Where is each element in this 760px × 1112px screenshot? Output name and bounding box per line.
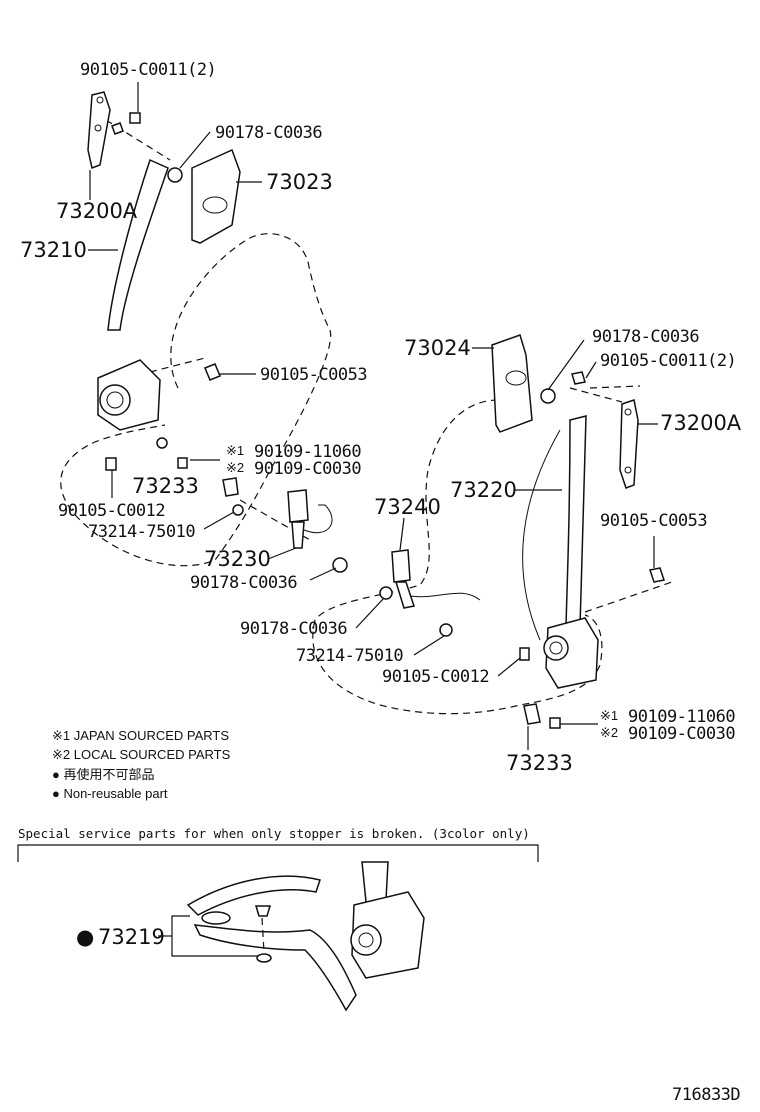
label-right-ref2: ※2: [600, 725, 618, 740]
left-low-bolt: [105, 457, 117, 471]
label-left-ref2: ※2: [226, 460, 244, 475]
label-left-ref1: ※1: [226, 443, 244, 458]
right-hidden-line-3: [589, 385, 641, 389]
right-adjuster-hole: [624, 466, 632, 474]
legend-local-sourced: ※2 LOCAL SOURCED PARTS: [52, 747, 231, 762]
legend-nonreusable: ● Non-reusable part: [52, 786, 168, 801]
left-seat-outline: [60, 233, 332, 567]
left-anchor-nut: [156, 437, 168, 449]
label-left-bolt-mid: 90105-C0053: [260, 365, 367, 385]
diagram-id: 716833D: [672, 1085, 740, 1105]
left-cap-bolt: [177, 457, 188, 469]
left-labels: 90105-C0011(2) 90178-C0036 73023 73200A …: [20, 60, 368, 593]
leader-lines: [88, 82, 658, 750]
special-service-bracket: [17, 844, 539, 862]
left-buckle-nut: [332, 557, 348, 573]
right-hidden-line-2: [569, 387, 623, 403]
label-left-cover: 73023: [266, 170, 333, 194]
label-right-nut-low: 90178-C0036: [240, 619, 347, 639]
label-right-bolt-local: 90109-C0030: [628, 724, 735, 744]
right-spacer: [439, 623, 453, 637]
left-seat-belt-assembly: [60, 91, 348, 573]
left-retractor: [97, 359, 161, 431]
left-hidden-line-2: [149, 357, 206, 373]
left-top-bolt: [111, 112, 141, 135]
label-left-bolt-low: 90105-C0012: [58, 501, 165, 521]
special-service-section: Special service parts for when only stop…: [17, 826, 539, 1012]
right-labels: 73024 90178-C0036 90105-C0011(2) 73200A …: [240, 327, 742, 775]
left-anchor-cap: [222, 477, 239, 497]
right-top-bolt: [571, 371, 586, 385]
right-hidden-line-1: [584, 581, 673, 613]
label-left-bolt-japan: 90109-11060: [254, 442, 361, 462]
left-top-nut: [167, 167, 183, 183]
right-buckle-nut: [379, 586, 393, 600]
label-left-cap: 73233: [132, 474, 199, 498]
label-right-cover: 73024: [404, 336, 471, 360]
special-service-note: Special service parts for when only stop…: [18, 826, 530, 841]
special-stopper-drawing: [186, 861, 425, 1012]
label-left-spacer: 73214-75010: [88, 522, 195, 542]
label-left-bolt-local: 90109-C0030: [254, 459, 361, 479]
label-right-adjuster: 73200A: [660, 411, 742, 435]
label-left-nut-top: 90178-C0036: [215, 123, 322, 143]
legend-jp-nonreusable: ● 再使用不可部品: [52, 767, 154, 782]
label-right-nut-top: 90178-C0036: [592, 327, 699, 347]
right-buckle: [391, 549, 481, 609]
label-right-bolt-japan: 90109-11060: [628, 707, 735, 727]
special-part-number: 73219: [98, 925, 165, 949]
label-left-bolt-top: 90105-C0011(2): [80, 60, 216, 80]
right-adjuster-hole: [624, 408, 632, 416]
label-right-bolt-low: 90105-C0012: [382, 667, 489, 687]
right-retractor: [543, 617, 599, 689]
label-right-belt: 73220: [450, 478, 517, 502]
label-right-cap: 73233: [506, 751, 573, 775]
left-pillar-cover: [191, 148, 241, 244]
left-adjuster-rail: [87, 91, 111, 170]
right-adjuster-rail: [619, 399, 639, 489]
right-top-nut: [540, 388, 556, 404]
left-adjuster-hole: [94, 124, 102, 132]
right-seat-belt-assembly: [312, 334, 673, 729]
right-seat-outline: [312, 399, 603, 715]
label-right-buckle: 73240: [374, 495, 441, 519]
left-cover-slot: [202, 196, 228, 214]
left-spacer: [232, 504, 244, 516]
legend: ※1 JAPAN SOURCED PARTS ※2 LOCAL SOURCED …: [52, 728, 231, 801]
label-left-adjuster: 73200A: [56, 199, 138, 223]
right-mid-bolt: [649, 567, 665, 583]
label-left-buckle: 73230: [204, 547, 271, 571]
label-right-spacer: 73214-75010: [296, 646, 403, 666]
label-right-bolt-mid: 90105-C0053: [600, 511, 707, 531]
left-adjuster-hole: [96, 96, 104, 104]
right-pillar-cover: [491, 334, 533, 433]
label-left-nut-low: 90178-C0036: [190, 573, 297, 593]
right-low-bolt: [519, 647, 530, 661]
right-cover-slot: [505, 370, 527, 386]
label-left-belt: 73210: [20, 238, 87, 262]
right-cap-bolt: [549, 717, 561, 729]
right-belt-webbing: [565, 415, 587, 626]
left-buckle: [287, 489, 333, 549]
left-mid-bolt: [204, 363, 221, 381]
left-floor-line: [239, 499, 311, 541]
special-part-mark: ●: [76, 925, 94, 949]
label-right-ref1: ※1: [600, 708, 618, 723]
right-lap-belt: [522, 429, 561, 641]
label-right-bolt-top: 90105-C0011(2): [600, 351, 736, 371]
left-belt-webbing: [107, 158, 169, 331]
legend-japan-sourced: ※1 JAPAN SOURCED PARTS: [52, 728, 229, 743]
right-anchor-cap: [523, 703, 541, 725]
